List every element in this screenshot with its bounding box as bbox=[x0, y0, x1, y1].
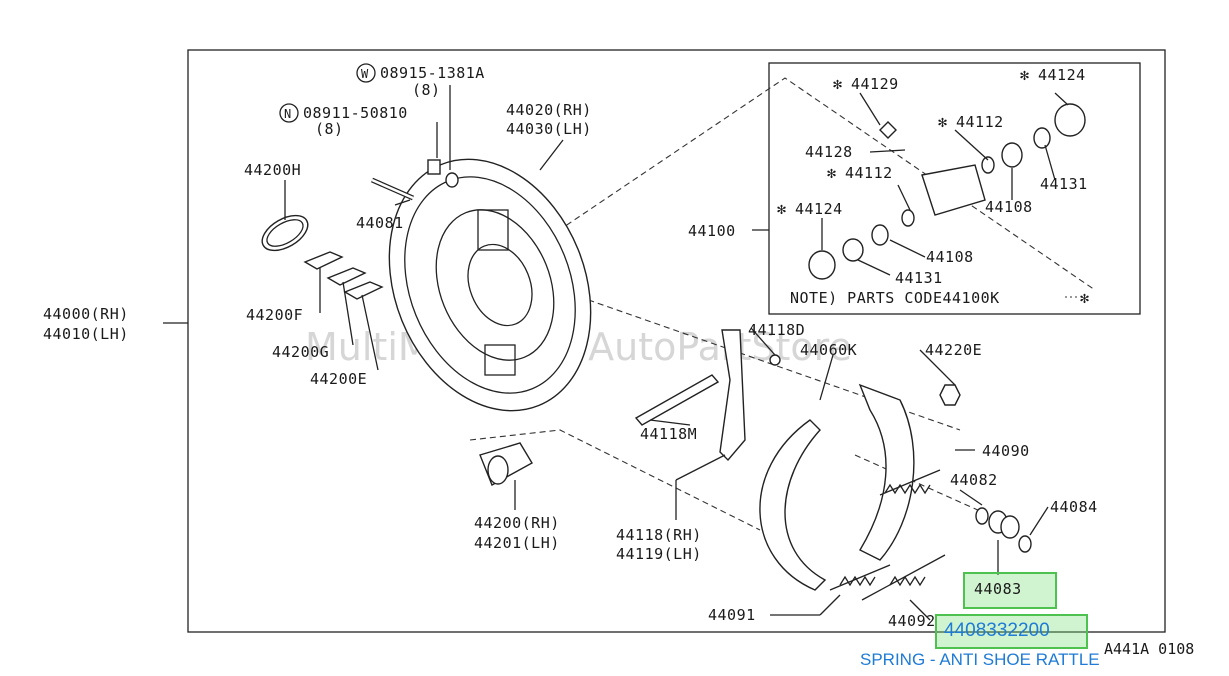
label-44112-top: 44112 bbox=[956, 113, 1004, 131]
label-backplate-lh: 44030(LH) bbox=[506, 120, 592, 138]
part-description: SPRING - ANTI SHOE RATTLE bbox=[860, 650, 1100, 669]
asterisk-icon: ✻ bbox=[1020, 66, 1030, 84]
label-adjuster-rh: 44200(RH) bbox=[474, 514, 560, 532]
asterisk-icon: ✻ bbox=[777, 200, 787, 218]
label-w-bolt: 08915-1381A bbox=[380, 64, 485, 82]
label-lever-lh: 44119(LH) bbox=[616, 545, 702, 563]
label-44091: 44091 bbox=[708, 606, 756, 624]
label-44200f: 44200F bbox=[246, 306, 303, 324]
w-marker-icon: W bbox=[356, 63, 376, 83]
label-44112-mid: 44112 bbox=[845, 164, 893, 182]
asterisk-icon: ✻ bbox=[938, 113, 948, 131]
label-44082: 44082 bbox=[950, 471, 998, 489]
part-number-link[interactable]: 4408332200 bbox=[944, 620, 1050, 641]
inset-connector bbox=[499, 77, 1096, 291]
leader-lines bbox=[163, 85, 1080, 621]
label-n-nut: 08911-50810 bbox=[303, 104, 408, 122]
label-44124-top: 44124 bbox=[1038, 66, 1086, 84]
asterisk-icon: ✻ bbox=[833, 75, 843, 93]
reference-code: A441A 0108 bbox=[1104, 640, 1195, 658]
label-assy-rh: 44000(RH) bbox=[43, 305, 129, 323]
label-44092: 44092 bbox=[888, 612, 936, 630]
label-n-nut-qty: (8) bbox=[315, 120, 344, 138]
label-assy-lh: 44010(LH) bbox=[43, 325, 129, 343]
clip-f bbox=[303, 251, 344, 270]
backing-plate bbox=[388, 158, 592, 412]
shoe-connector bbox=[469, 429, 761, 531]
springs bbox=[829, 469, 946, 601]
label-44129: 44129 bbox=[851, 75, 899, 93]
label-44090: 44090 bbox=[982, 442, 1030, 460]
label-44131-bottom: 44131 bbox=[895, 269, 943, 287]
pin-connector bbox=[854, 454, 1001, 521]
strut-and-lever bbox=[634, 329, 746, 462]
brake-shoes bbox=[759, 383, 915, 591]
label-backplate-rh: 44020(RH) bbox=[506, 101, 592, 119]
label-44100: 44100 bbox=[688, 222, 736, 240]
label-lever-rh: 44118(RH) bbox=[616, 526, 702, 544]
asterisk-icon: ✻ bbox=[827, 164, 837, 182]
n-marker-icon: N bbox=[279, 103, 299, 123]
label-w-bolt-qty: (8) bbox=[412, 81, 441, 99]
label-adjuster-lh: 44201(LH) bbox=[474, 534, 560, 552]
rubber-ring bbox=[261, 214, 309, 252]
label-44060k: 44060K bbox=[800, 341, 857, 359]
label-44124-left: 44124 bbox=[795, 200, 843, 218]
label-44200g: 44200G bbox=[272, 343, 329, 361]
asterisk-icon: ✻ bbox=[1080, 289, 1090, 307]
stud-bolt bbox=[370, 177, 415, 201]
svg-text:W: W bbox=[361, 67, 369, 81]
label-44084: 44084 bbox=[1050, 498, 1098, 516]
diagram-frame bbox=[187, 49, 1166, 633]
wheel-cylinder-parts bbox=[808, 103, 1086, 280]
part-number-highlight[interactable]: 4408332200 bbox=[935, 614, 1088, 649]
label-44220e: 44220E bbox=[925, 341, 982, 359]
label-44118d: 44118D bbox=[748, 321, 805, 339]
label-44128: 44128 bbox=[805, 143, 853, 161]
label-44118m: 44118M bbox=[640, 425, 697, 443]
svg-text:N: N bbox=[284, 107, 291, 121]
label-44081: 44081 bbox=[356, 214, 404, 232]
hold-down-parts bbox=[769, 354, 1032, 553]
label-44200h: 44200H bbox=[244, 161, 301, 179]
clip-e bbox=[343, 281, 384, 300]
label-44200e: 44200E bbox=[310, 370, 367, 388]
nut-parts bbox=[427, 159, 459, 188]
label-note: NOTE) PARTS CODE44100K bbox=[790, 289, 1000, 307]
label-44108-bottom: 44108 bbox=[926, 248, 974, 266]
adjuster-assembly bbox=[479, 442, 533, 486]
wheel-cylinder-inset-frame bbox=[768, 62, 1141, 315]
label-44083: 44083 bbox=[974, 580, 1022, 598]
label-44108-top: 44108 bbox=[985, 198, 1033, 216]
highlight-box-44083[interactable]: 44083 bbox=[963, 572, 1057, 609]
clip-g bbox=[326, 267, 367, 286]
label-44131-top: 44131 bbox=[1040, 175, 1088, 193]
